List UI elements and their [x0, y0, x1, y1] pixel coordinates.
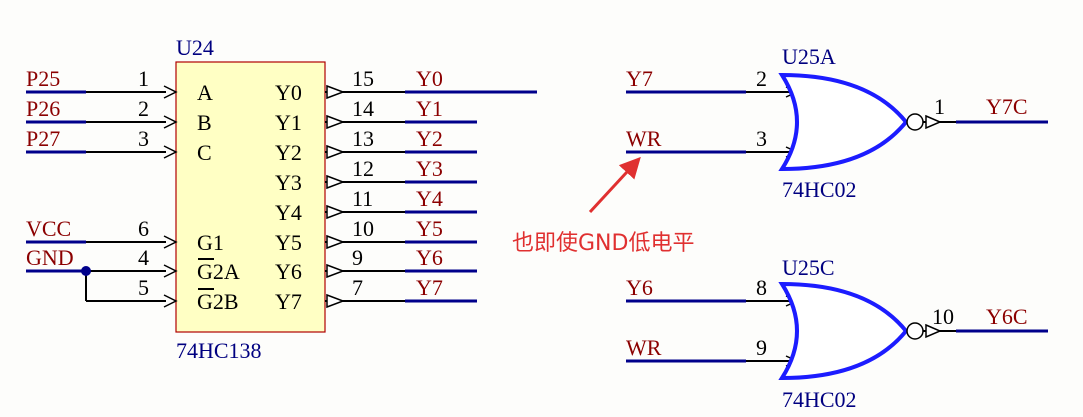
pin-name-y6: Y6 — [275, 259, 302, 284]
annotation-text: 也即使GND低电平 — [512, 231, 694, 256]
pin-name-c: C — [197, 140, 212, 165]
decoder-body — [175, 61, 326, 333]
pin-name-g2a: G2A — [197, 259, 240, 284]
pin-number: 7 — [352, 275, 363, 300]
net-label-p27: P27 — [26, 126, 60, 151]
decoder-74hc138: U24 74HC138 P25 1 A P26 2 B P27 3 C — [26, 35, 537, 363]
pin-number: 3 — [756, 126, 767, 151]
net-label-gnd: GND — [26, 245, 74, 270]
net-label-gate-c-in2: WR — [626, 335, 662, 360]
net-label-y4: Y4 — [416, 186, 443, 211]
decoder-output-y5: Y5 10 Y5 — [275, 216, 477, 255]
decoder-output-y4: Y4 11 Y4 — [275, 186, 477, 225]
pin-number: 1 — [138, 66, 149, 91]
net-label-gate-c-in1: Y6 — [626, 275, 653, 300]
pin-number: 9 — [352, 245, 363, 270]
pin-number: 10 — [932, 304, 954, 329]
decoder-pin-c: P27 3 C — [26, 126, 212, 165]
nor-gate-u25a: U25A 74HC02 Y7 2 WR 3 1 Y7C — [626, 44, 1048, 202]
pin-number: 14 — [352, 96, 374, 121]
decoder-output-y1: Y1 14 Y1 — [275, 96, 477, 135]
net-label-y1: Y1 — [416, 96, 443, 121]
annotation: 也即使GND低电平 — [512, 156, 694, 256]
nor-gate-u25c: U25C 74HC02 Y6 8 WR 9 10 Y6C — [626, 255, 1048, 412]
pin-number: 2 — [138, 96, 149, 121]
net-label-p26: P26 — [26, 96, 60, 121]
net-label-y6c: Y6C — [986, 304, 1028, 329]
net-label-y6: Y6 — [416, 245, 443, 270]
pin-number: 4 — [138, 245, 149, 270]
pin-name-y1: Y1 — [275, 110, 302, 135]
net-label-p25: P25 — [26, 66, 60, 91]
decoder-pin-g1: VCC 6 G1 — [26, 216, 224, 255]
pin-number: 3 — [138, 126, 149, 151]
decoder-ref: U24 — [176, 35, 214, 60]
pin-name-y7: Y7 — [275, 289, 302, 314]
decoder-output-y6: Y6 9 Y6 — [275, 245, 477, 284]
pin-number: 13 — [352, 126, 374, 151]
pin-number: 11 — [352, 186, 373, 211]
gate-c-body — [778, 281, 909, 381]
net-label-y0: Y0 — [416, 66, 443, 91]
decoder-pin-g2b: 5 G2B — [86, 275, 239, 314]
decoder-output-y0: Y0 15 Y0 — [275, 66, 537, 105]
decoder-part: 74HC138 — [176, 338, 262, 363]
pin-name-a: A — [197, 80, 213, 105]
gate-c-inversion-bubble — [906, 322, 924, 340]
pin-name-b: B — [197, 110, 212, 135]
pin-number: 9 — [756, 335, 767, 360]
pin-number: 10 — [352, 216, 374, 241]
gate-c-part: 74HC02 — [782, 387, 857, 412]
pin-name-y5: Y5 — [275, 230, 302, 255]
pin-name-y2: Y2 — [275, 140, 302, 165]
junction-dot — [81, 266, 91, 276]
net-label-y7c: Y7C — [986, 94, 1028, 119]
pin-name-y0: Y0 — [275, 80, 302, 105]
pin-number: 5 — [138, 275, 149, 300]
pin-number: 1 — [934, 94, 945, 119]
pin-name-y3: Y3 — [275, 170, 302, 195]
net-label-gate-a-in2: WR — [626, 126, 662, 151]
net-label-y5: Y5 — [416, 216, 443, 241]
gate-a-part: 74HC02 — [782, 177, 857, 202]
pin-number: 12 — [352, 156, 374, 181]
net-label-y2: Y2 — [416, 126, 443, 151]
net-label-y7: Y7 — [416, 275, 443, 300]
pin-number: 8 — [756, 275, 767, 300]
pin-name-g2b: G2B — [197, 289, 239, 314]
gate-c-ref: U25C — [782, 255, 835, 280]
pin-number: 6 — [138, 216, 149, 241]
pin-name-y4: Y4 — [275, 200, 302, 225]
decoder-pin-g2a: GND 4 G2A — [26, 245, 240, 284]
gate-a-ref: U25A — [782, 44, 836, 69]
decoder-output-y7: Y7 7 Y7 — [275, 275, 477, 314]
gate-a-inversion-bubble — [906, 113, 924, 131]
decoder-pin-b: P26 2 B — [26, 96, 212, 135]
pin-number: 15 — [352, 66, 374, 91]
gate-a-body — [778, 72, 909, 172]
decoder-pin-a: P25 1 A — [26, 66, 213, 105]
decoder-output-y2: Y2 13 Y2 — [275, 126, 477, 165]
pin-name-g1: G1 — [197, 230, 224, 255]
net-label-y3: Y3 — [416, 156, 443, 181]
net-label-gate-a-in1: Y7 — [626, 66, 653, 91]
decoder-output-y3: Y3 12 Y3 — [275, 156, 477, 195]
pin-number: 2 — [756, 66, 767, 91]
net-label-vcc: VCC — [26, 216, 71, 241]
annotation-arrow — [588, 156, 641, 214]
